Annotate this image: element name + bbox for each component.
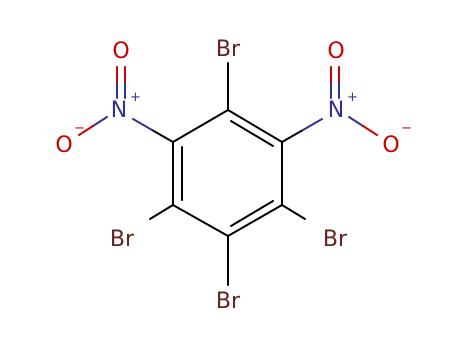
bond-n-right-o-bottom-b xyxy=(362,125,378,136)
atom-br-right: Br xyxy=(323,227,348,252)
atom-o-left-top: O xyxy=(112,39,129,64)
charge-n-left: + xyxy=(130,90,141,105)
charge-o-left: − xyxy=(74,121,85,136)
ring-double-bonds xyxy=(181,120,274,227)
atom-br-left: Br xyxy=(110,227,135,252)
bond-c6-n-left-a xyxy=(151,129,174,143)
ring-bonds xyxy=(172,109,283,237)
bond-c6-c1 xyxy=(172,109,229,143)
charge-n-right: + xyxy=(347,90,358,105)
charge-o-right: − xyxy=(401,121,412,136)
atom-o-right-bottom: O xyxy=(382,133,399,158)
substituent-bonds xyxy=(132,62,323,286)
bond-c3-br-right xyxy=(281,204,306,220)
bond-c1-c2 xyxy=(227,109,283,143)
bond-n-right-o-bottom-a xyxy=(348,116,364,127)
atom-n-left: N xyxy=(111,98,127,123)
bond-c5-br-left xyxy=(149,204,174,220)
atom-n-right: N xyxy=(328,98,344,123)
atom-o-left-bottom: O xyxy=(55,133,72,158)
bond-c6-n-left-b xyxy=(132,118,153,131)
bond-c3-c4 xyxy=(227,204,283,237)
bond-c2-n-right-b xyxy=(302,118,323,131)
bond-n-left-o-bottom-b xyxy=(78,125,94,136)
bond-c2-n-right-a xyxy=(281,129,304,143)
double-bond-c3-c4 xyxy=(230,200,274,227)
double-bond-c1-c2 xyxy=(230,120,274,147)
atom-br-top: Br xyxy=(216,37,241,62)
bond-n-left-o-bottom-a xyxy=(92,116,108,127)
atom-o-right-top: O xyxy=(327,39,344,64)
bond-c4-c5 xyxy=(172,204,229,237)
atom-br-bottom: Br xyxy=(216,289,241,314)
nitro-bonds xyxy=(78,66,378,136)
